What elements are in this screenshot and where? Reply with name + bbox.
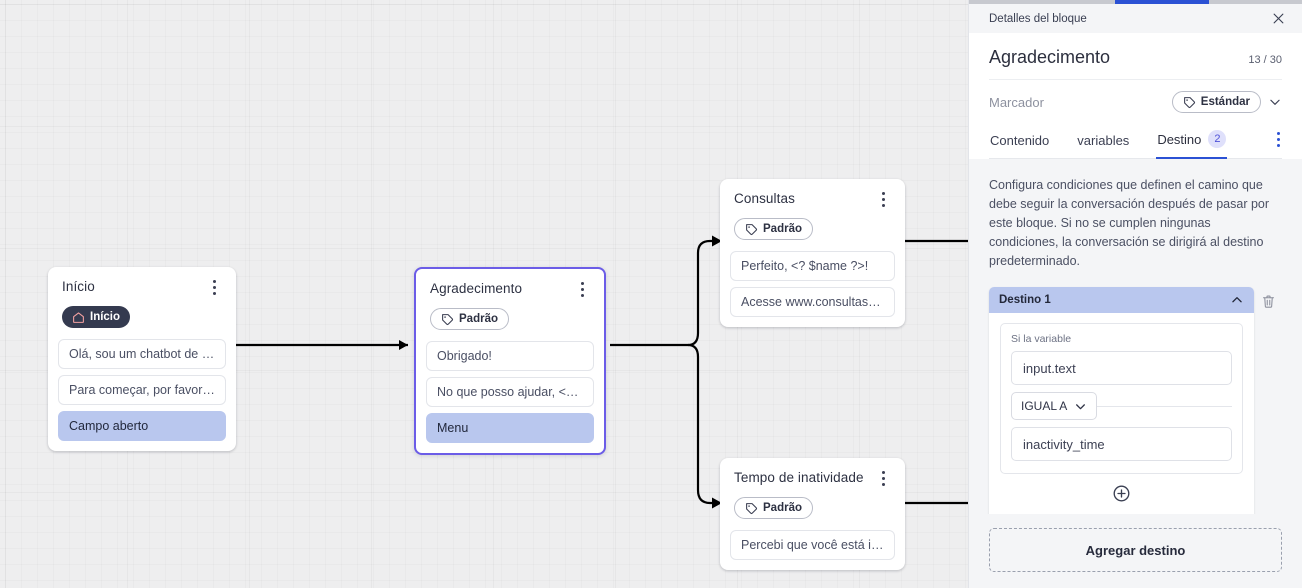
- node-title: Início: [62, 279, 95, 294]
- panel-scrollbar-thumb[interactable]: [1115, 0, 1209, 4]
- node-message[interactable]: Olá, sou um chatbot de teste!: [58, 338, 226, 369]
- variable-input[interactable]: input.text: [1011, 351, 1232, 385]
- destination-description: Configura condiciones que definen el cam…: [989, 178, 1270, 268]
- marcador-row: Marcador Estándar: [989, 80, 1282, 123]
- node-message[interactable]: Perfeito, <? $name ?>!: [730, 250, 895, 281]
- trash-icon: [1262, 295, 1274, 308]
- node-menu-button[interactable]: [574, 280, 590, 298]
- node-inicio[interactable]: Início Início Olá, sou um chatbot de tes…: [48, 267, 236, 451]
- condition-box: Si la variable input.text IGUAL A: [1000, 323, 1243, 474]
- node-title: Consultas: [734, 191, 795, 206]
- tab-label: variables: [1077, 133, 1130, 148]
- node-message[interactable]: Percebi que você está inativo. C...: [730, 529, 895, 560]
- chevron-down-icon: [1076, 403, 1086, 409]
- close-button[interactable]: [1271, 11, 1286, 26]
- add-condition-row: [1000, 474, 1243, 514]
- node-body: Percebi que você está inativo. C...: [720, 529, 905, 570]
- page-title: Agradecimento: [989, 47, 1111, 67]
- destination-card-title: Destino 1: [999, 294, 1051, 306]
- node-menu-button[interactable]: [875, 190, 891, 208]
- node-menu-button[interactable]: [206, 278, 222, 296]
- destination-1-wrapper: Destino 1 Si la variable input.text: [989, 287, 1282, 514]
- operator-row: IGUAL A: [1011, 389, 1232, 423]
- condition-area: Si la variable input.text IGUAL A: [989, 313, 1254, 514]
- panel-topbar-title: Detalles del bloque: [989, 12, 1087, 25]
- tag-icon: [746, 223, 757, 235]
- tab-destino[interactable]: Destino 2: [1156, 123, 1228, 159]
- operator-select[interactable]: IGUAL A: [1011, 392, 1098, 420]
- home-icon: [73, 311, 84, 323]
- node-highlight-item[interactable]: Menu: [426, 412, 594, 443]
- panel-footer: Agregar destino: [969, 514, 1302, 588]
- chevron-down-icon: [1270, 99, 1280, 105]
- chevron-up-icon: [1232, 297, 1242, 303]
- add-condition-button[interactable]: [1112, 484, 1131, 503]
- delete-destination-button[interactable]: [1254, 287, 1282, 310]
- node-agradecimento[interactable]: Agradecimento Padrão Obrigado! No que po…: [414, 267, 606, 455]
- node-badge-label: Padrão: [763, 502, 802, 514]
- flow-canvas[interactable]: Início Início Olá, sou um chatbot de tes…: [0, 0, 968, 588]
- operator-label: IGUAL A: [1021, 399, 1068, 413]
- node-header: Tempo de inatividade Padrão: [720, 458, 905, 530]
- node-badge-label: Padrão: [763, 223, 802, 235]
- node-title: Tempo de inatividade: [734, 470, 864, 485]
- node-badge: Início: [62, 306, 131, 328]
- marcador-value-label: Estándar: [1200, 96, 1250, 108]
- close-icon: [1273, 13, 1284, 24]
- panel-title-row: Agradecimento 13 / 30: [989, 33, 1282, 80]
- destination-card-header[interactable]: Destino 1: [989, 287, 1254, 313]
- panel-topbar: Detalles del bloque: [969, 4, 1302, 33]
- char-counter: 13 / 30: [1248, 54, 1282, 66]
- node-header: Consultas Padrão: [720, 179, 905, 251]
- marcador-dropdown-button[interactable]: [1268, 95, 1282, 109]
- tabs-overflow-menu-button[interactable]: [1266, 131, 1282, 149]
- node-body: Olá, sou um chatbot de teste! Para começ…: [48, 338, 236, 451]
- node-body: Obrigado! No que posso ajudar, <? $name …: [416, 340, 604, 453]
- tag-icon: [442, 313, 453, 325]
- node-message[interactable]: Obrigado!: [426, 340, 594, 371]
- panel-tabs: Contenido variables Destino 2: [989, 123, 1282, 159]
- tab-variables[interactable]: variables: [1076, 126, 1130, 159]
- compare-value-input[interactable]: inactivity_time: [1011, 427, 1232, 461]
- node-message[interactable]: Para começar, por favor digite o ...: [58, 374, 226, 405]
- tag-icon: [1183, 96, 1195, 108]
- tag-icon: [746, 502, 757, 514]
- node-header: Início Início: [48, 267, 236, 339]
- node-consultas[interactable]: Consultas Padrão Perfeito, <? $name ?>! …: [720, 179, 905, 327]
- marcador-label: Marcador: [989, 94, 1044, 110]
- node-tempo-de-inatividade[interactable]: Tempo de inatividade Padrão Percebi que …: [720, 458, 905, 570]
- add-destination-button[interactable]: Agregar destino: [989, 528, 1282, 572]
- marcador-value-chip[interactable]: Estándar: [1171, 91, 1261, 113]
- block-details-panel: Detalles del bloque Agradecimento 13 / 3…: [968, 0, 1302, 588]
- node-badge-label: Início: [90, 311, 121, 323]
- panel-content: Configura condiciones que definen el cam…: [969, 159, 1302, 514]
- destination-card: Destino 1 Si la variable input.text: [989, 287, 1254, 514]
- tab-label: Destino: [1157, 131, 1202, 147]
- node-badge-label: Padrão: [459, 313, 498, 325]
- tab-label: Contenido: [990, 133, 1050, 148]
- node-badge: Padrão: [734, 497, 813, 519]
- node-badge: Padrão: [430, 308, 509, 330]
- panel-scrollbar-track[interactable]: [969, 0, 1302, 4]
- node-menu-button[interactable]: [875, 469, 891, 487]
- node-message[interactable]: Acesse www.consultas.com par...: [730, 286, 895, 317]
- tab-badge-count: 2: [1208, 130, 1227, 148]
- condition-label: Si la variable: [1011, 333, 1072, 345]
- node-title: Agradecimento: [430, 281, 523, 296]
- node-highlight-item[interactable]: Campo aberto: [58, 410, 226, 441]
- tab-contenido[interactable]: Contenido: [989, 126, 1050, 159]
- node-body: Perfeito, <? $name ?>! Acesse www.consul…: [720, 250, 905, 327]
- node-badge: Padrão: [734, 218, 813, 240]
- node-message[interactable]: No que posso ajudar, <? $name ...: [426, 376, 594, 407]
- collapse-button[interactable]: [1230, 293, 1244, 307]
- plus-circle-icon: [1113, 485, 1130, 502]
- node-header: Agradecimento Padrão: [416, 269, 604, 341]
- panel-header-section: Agradecimento 13 / 30 Marcador Estándar: [969, 33, 1302, 159]
